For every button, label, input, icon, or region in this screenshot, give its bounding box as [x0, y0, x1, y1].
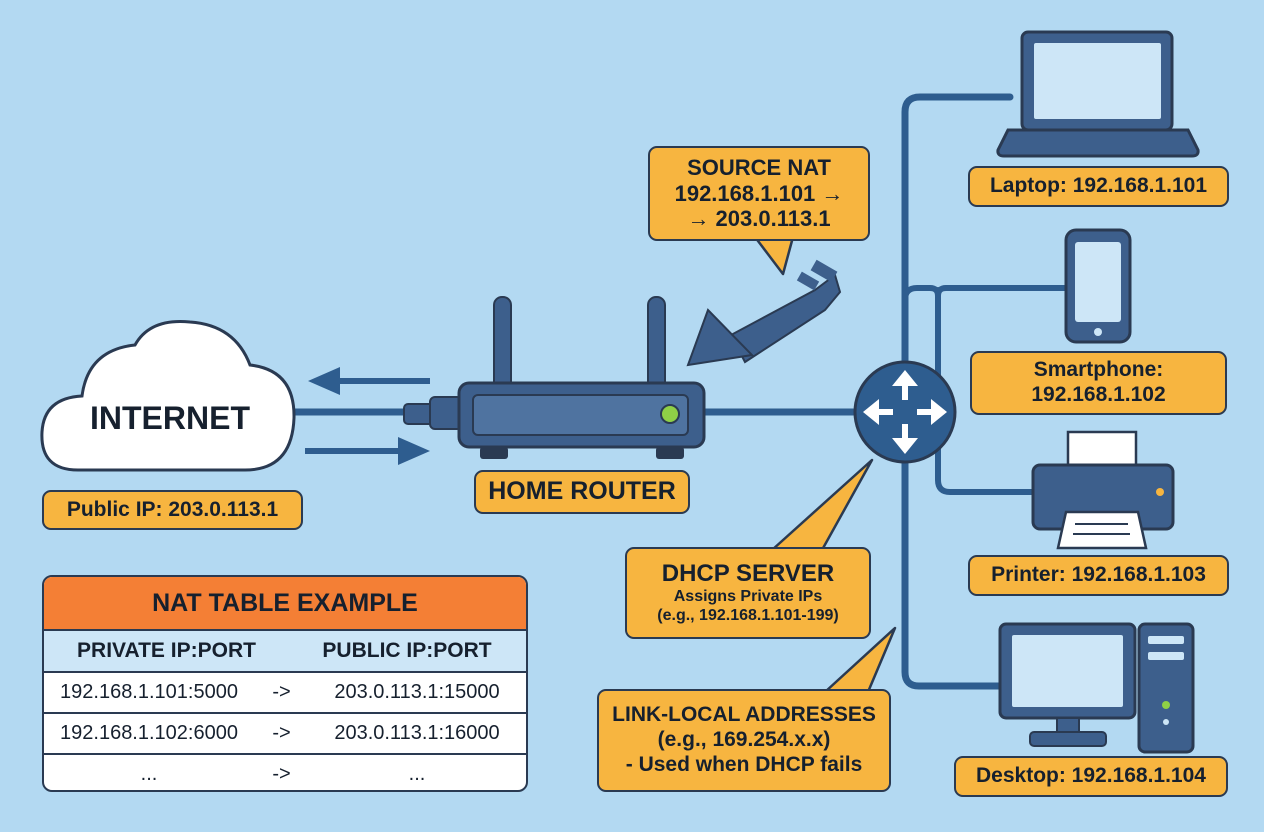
nat-arrow-cell: -> — [272, 763, 291, 785]
network-switch-icon — [853, 360, 957, 464]
nat-private-cell: 192.168.1.102:6000 — [60, 722, 238, 744]
smartphone-label-line-2: 192.168.1.102 — [1031, 383, 1166, 406]
nat-table-title: NAT TABLE EXAMPLE — [44, 577, 526, 631]
nat-pointer-arrow — [686, 259, 842, 367]
source-nat-callout-pointer — [753, 235, 795, 276]
nat-private-cell: ... — [140, 763, 158, 785]
inbound-arrow — [305, 437, 430, 465]
dhcp-callout-pointer — [770, 458, 874, 552]
nat-header-public: PUBLIC IP:PORT — [322, 639, 492, 662]
table-row: ... -> ... — [44, 755, 526, 790]
home-router-icon — [403, 296, 706, 459]
outbound-arrow — [308, 367, 430, 395]
source-nat-callout: SOURCE NAT 192.168.1.101 → → 203.0.113.1 — [648, 146, 870, 241]
desktop-icon — [998, 622, 1195, 754]
source-nat-title: SOURCE NAT — [687, 154, 831, 180]
table-row: 192.168.1.102:6000 -> 203.0.113.1:16000 — [44, 714, 526, 755]
switch-smartphone-link — [902, 285, 1068, 308]
printer-icon — [1031, 430, 1175, 550]
switch-laptop-link — [901, 93, 1014, 374]
link-local-line-1: (e.g., 169.254.x.x) — [657, 728, 831, 752]
link-local-callout: LINK-LOCAL ADDRESSES (e.g., 169.254.x.x)… — [597, 689, 891, 792]
dhcp-title: DHCP SERVER — [661, 559, 835, 587]
source-nat-line-2: → 203.0.113.1 — [687, 206, 831, 232]
source-nat-line-1: 192.168.1.101 → — [674, 180, 844, 206]
smartphone-icon — [1064, 228, 1132, 344]
printer-label: Printer: 192.168.1.103 — [968, 555, 1229, 596]
switch-desktop-link — [901, 451, 1009, 690]
nat-private-cell: 192.168.1.101:5000 — [60, 681, 238, 703]
nat-public-cell: 203.0.113.1:16000 — [334, 722, 500, 744]
link-local-line-2: - Used when DHCP fails — [625, 752, 863, 776]
table-row: 192.168.1.101:5000 -> 203.0.113.1:15000 — [44, 673, 526, 714]
dhcp-line-2: (e.g., 192.168.1.101-199) — [657, 607, 839, 625]
connection-lines — [286, 93, 1068, 690]
nat-header-private: PRIVATE IP:PORT — [77, 639, 256, 662]
laptop-label: Laptop: 192.168.1.101 — [968, 166, 1229, 207]
home-router-label: HOME ROUTER — [474, 470, 690, 514]
dhcp-line-1: Assigns Private IPs — [673, 588, 823, 606]
nat-arrow-cell: -> — [272, 681, 291, 703]
dhcp-server-callout: DHCP SERVER Assigns Private IPs (e.g., 1… — [625, 547, 871, 639]
switch-printer-link — [935, 287, 1038, 495]
smartphone-label-line-1: Smartphone: — [1033, 358, 1164, 382]
smartphone-label: Smartphone: 192.168.1.102 — [970, 351, 1227, 415]
nat-arrow-cell: -> — [272, 722, 291, 744]
nat-public-cell: ... — [408, 763, 426, 785]
laptop-icon — [996, 30, 1200, 158]
nat-table-header: PRIVATE IP:PORT PUBLIC IP:PORT — [44, 631, 526, 673]
nat-public-cell: 203.0.113.1:15000 — [334, 681, 500, 703]
desktop-label: Desktop: 192.168.1.104 — [954, 756, 1228, 797]
internet-label: INTERNET — [90, 400, 250, 436]
link-local-title: LINK-LOCAL ADDRESSES — [612, 703, 876, 727]
nat-table: NAT TABLE EXAMPLE PRIVATE IP:PORT PUBLIC… — [42, 575, 528, 792]
public-ip-label: Public IP: 203.0.113.1 — [42, 490, 303, 530]
internet-cloud-icon — [40, 319, 296, 472]
